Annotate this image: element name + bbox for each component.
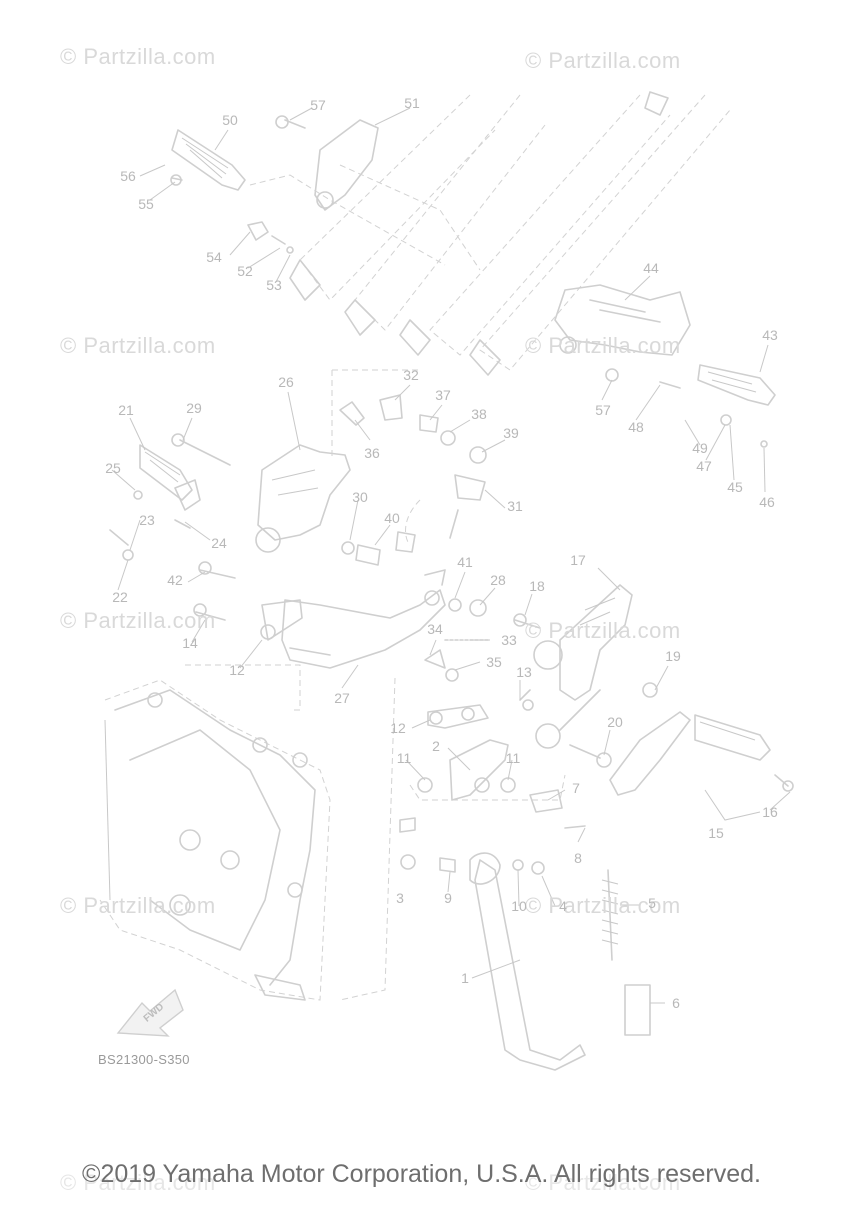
callout-label: 54 bbox=[206, 249, 222, 265]
callout-label: 26 bbox=[278, 374, 294, 390]
callout-label: 22 bbox=[112, 589, 128, 605]
callout-label: 1 bbox=[461, 970, 469, 986]
callout-label: 18 bbox=[529, 578, 545, 594]
callout-label: 4 bbox=[559, 898, 567, 914]
watermark: © Partzilla.com bbox=[525, 893, 681, 918]
main-frame bbox=[99, 679, 331, 1001]
callout-label: 50 bbox=[222, 112, 238, 128]
callout-label: 20 bbox=[607, 714, 623, 730]
callout-label: 45 bbox=[727, 479, 743, 495]
callout-label: 12 bbox=[390, 720, 406, 736]
callout-label: 31 bbox=[507, 498, 523, 514]
callout-label: 11 bbox=[396, 750, 412, 766]
callout-label: 29 bbox=[186, 400, 202, 416]
callout-label: 15 bbox=[708, 825, 724, 841]
callout-label: 11 bbox=[505, 750, 521, 766]
callout-label: 7 bbox=[572, 780, 580, 796]
callout-label: 17 bbox=[570, 552, 586, 568]
side-stand bbox=[399, 689, 651, 1071]
passenger-footrest-left bbox=[170, 115, 379, 254]
copyright-notice: ©2019 Yamaha Motor Corporation, U.S.A. A… bbox=[82, 1160, 761, 1188]
callout-label: 34 bbox=[427, 621, 443, 637]
callout-label: 53 bbox=[266, 277, 282, 293]
passenger-footrest-right bbox=[554, 284, 776, 448]
callout-label: 10 bbox=[511, 898, 527, 914]
callout-label: 44 bbox=[643, 260, 659, 276]
callout-label: 56 bbox=[120, 168, 136, 184]
callout-label: 39 bbox=[503, 425, 519, 441]
callout-label: 51 bbox=[404, 95, 420, 111]
callout-label: 38 bbox=[471, 406, 487, 422]
rider-footrest-right bbox=[513, 584, 794, 796]
watermark: © Partzilla.com bbox=[60, 893, 216, 918]
callout-label: 19 bbox=[665, 648, 681, 664]
callout-label: 49 bbox=[692, 440, 708, 456]
callout-label: 8 bbox=[574, 850, 582, 866]
watermark: © Partzilla.com bbox=[60, 1170, 216, 1195]
watermark: © Partzilla.com bbox=[525, 618, 681, 643]
callout-label: 6 bbox=[672, 995, 680, 1011]
leader-lines bbox=[111, 107, 791, 1004]
brake-pedal bbox=[193, 394, 491, 682]
callout-label: 5 bbox=[648, 895, 656, 911]
diagram-code: BS21300-S350 bbox=[98, 1052, 190, 1067]
watermark: © Partzilla.com bbox=[525, 48, 681, 73]
callout-label: 41 bbox=[457, 554, 473, 570]
callout-label: 37 bbox=[435, 387, 451, 403]
callout-label: 35 bbox=[486, 654, 502, 670]
callout-label: 40 bbox=[384, 510, 400, 526]
callout-label: 43 bbox=[762, 327, 778, 343]
callout-label: 57 bbox=[595, 402, 611, 418]
callout-label: 36 bbox=[364, 445, 380, 461]
callout-label: 13 bbox=[516, 664, 532, 680]
callout-label: 25 bbox=[105, 460, 121, 476]
callout-label: 9 bbox=[444, 890, 452, 906]
callout-label: 47 bbox=[696, 458, 712, 474]
forward-arrow-icon bbox=[116, 988, 184, 1037]
callout-label: 3 bbox=[396, 890, 404, 906]
callout-label: 21 bbox=[118, 402, 134, 418]
watermark: © Partzilla.com bbox=[525, 333, 681, 358]
callout-label: 2 bbox=[432, 738, 440, 754]
watermark: © Partzilla.com bbox=[60, 44, 216, 69]
callout-label: 48 bbox=[628, 419, 644, 435]
callout-label: 57 bbox=[310, 97, 326, 113]
callout-label: 42 bbox=[167, 572, 183, 588]
callout-label: 12 bbox=[229, 662, 245, 678]
callout-label: 23 bbox=[139, 512, 155, 528]
callout-label: 32 bbox=[403, 367, 419, 383]
rear-frame-rails bbox=[289, 91, 731, 376]
callout-label: 16 bbox=[762, 804, 778, 820]
grouping-boxes bbox=[185, 164, 566, 1001]
rider-footrest-left bbox=[109, 433, 351, 561]
callout-label: 55 bbox=[138, 196, 154, 212]
callout-label: 33 bbox=[501, 632, 517, 648]
callout-label: 27 bbox=[334, 690, 350, 706]
callout-label: 24 bbox=[211, 535, 227, 551]
callout-label: 14 bbox=[182, 635, 198, 651]
watermark: © Partzilla.com bbox=[525, 1170, 681, 1195]
callout-label: 46 bbox=[759, 494, 775, 510]
callout-label: 52 bbox=[237, 263, 253, 279]
watermark: © Partzilla.com bbox=[60, 333, 216, 358]
callout-label: 28 bbox=[490, 572, 506, 588]
callout-label: 30 bbox=[352, 489, 368, 505]
watermark: © Partzilla.com bbox=[60, 608, 216, 633]
